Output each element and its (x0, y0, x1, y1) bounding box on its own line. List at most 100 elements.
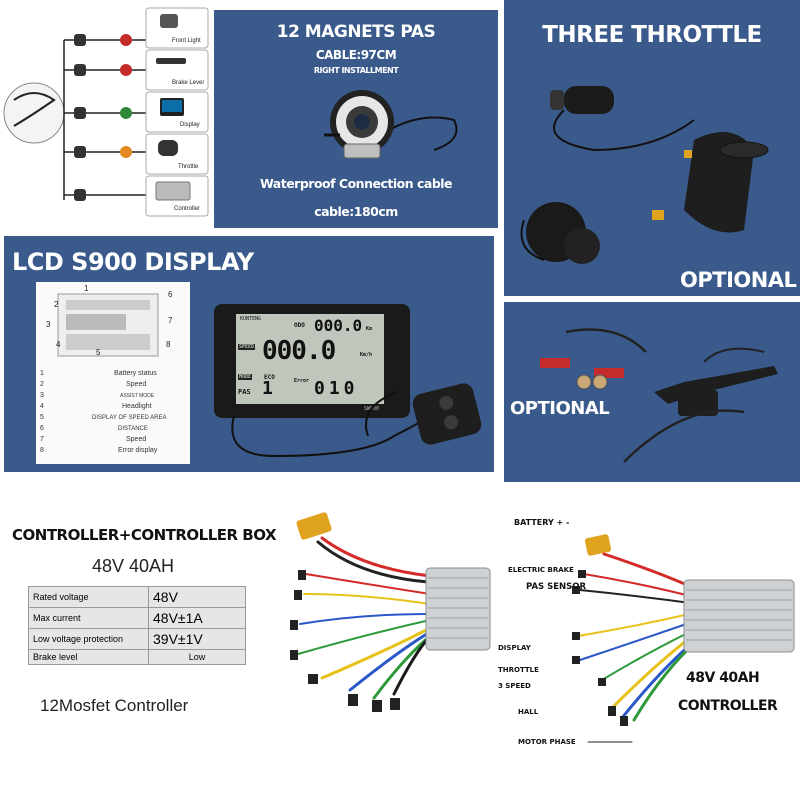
diagram-label-battery: BATTERY + - (514, 518, 570, 527)
lcd-error-label: Error (294, 378, 310, 384)
label-display: Display (180, 122, 200, 128)
brake-optional: OPTIONAL (510, 398, 610, 419)
remote-up-button (437, 394, 455, 412)
pas-install: RIGHT INSTALLMENT (313, 66, 399, 75)
throttle-title: THREE THROTTLE (542, 22, 762, 48)
throttle-optional: OPTIONAL (680, 268, 797, 292)
controller-diagram-panel: BATTERY + - ELECTRIC BRAKE PAS SENSOR DI… (498, 494, 800, 800)
legend-row: 7 Speed (40, 436, 146, 443)
legend-text: DISTANCE (118, 425, 148, 432)
legend-row: 1 Battery status (40, 370, 157, 377)
lcd-odo-label: ODO (294, 322, 305, 329)
lcd-screen: KUNTENG ODO 000.0 Km SPEED 000.0 Km/h MO… (236, 314, 384, 404)
controller-title: CONTROLLER+CONTROLLER BOX (12, 526, 277, 544)
callout-7: 7 (168, 316, 173, 325)
display-diagram (57, 293, 159, 357)
legend-num: 7 (40, 436, 44, 443)
pas-title: 12 MAGNETS PAS (276, 22, 436, 42)
callout-8: 8 (166, 340, 171, 349)
legend-num: 2 (40, 381, 44, 388)
lcd-pas-value: 1 (262, 378, 273, 399)
spec-value: 39V±1V (148, 628, 246, 650)
legend-num: 1 (40, 370, 44, 377)
legend-row: 2 Speed (40, 381, 146, 388)
spec-label: Brake level (28, 649, 149, 665)
spec-label: Rated voltage (28, 586, 149, 608)
callout-5: 5 (96, 348, 101, 357)
spec-value: 48V±1A (148, 607, 246, 629)
spec-label: Max current (28, 607, 149, 629)
throttle-image (520, 86, 769, 264)
legend-row: 3 ASSIST MODE (40, 392, 154, 399)
legend-text: Battery status (114, 370, 157, 377)
controller-footer: 12Mosfet Controller (40, 696, 189, 715)
spec-row: Brake level Low (28, 649, 246, 665)
diagram-label-brake: ELECTRIC BRAKE (508, 566, 574, 574)
spec-value: 48V (148, 586, 246, 608)
legend-num: 8 (40, 447, 44, 454)
wiring-overview-panel: Front Light Brake Lever Display Throttle… (0, 0, 212, 230)
lcd-speed-label: SPEED (238, 344, 256, 350)
diagram-label-3speed: 3 SPEED (498, 682, 531, 690)
callout-3: 3 (46, 320, 51, 329)
legend-text: Error display (118, 447, 158, 454)
lcd-model: SW900 (364, 406, 380, 412)
controller-spec-table: Rated voltage 48V Max current 48V±1A Low… (28, 586, 246, 665)
diagram-label-throttle: THROTTLE (498, 666, 539, 674)
lcd-odo-unit: Km (366, 326, 373, 332)
spec-row: Max current 48V±1A (28, 607, 246, 629)
spec-row: Rated voltage 48V (28, 586, 246, 608)
wiring-overview-graphic (3, 7, 209, 217)
legend-row: 8 Error display (40, 447, 157, 454)
remote-down-button (442, 413, 460, 431)
remote-button-pad (410, 381, 484, 447)
legend-num: 5 (40, 414, 44, 421)
pas-cable: CABLE:97CM (315, 48, 397, 62)
spec-value: Low (148, 649, 246, 665)
legend-num: 4 (40, 403, 44, 410)
callout-2: 2 (54, 300, 59, 309)
controller-photo (290, 512, 491, 712)
label-throttle: Throttle (178, 164, 199, 170)
pas-sensor-image (324, 90, 458, 159)
lcd-mode-label: MODE (238, 374, 253, 380)
lcd-speed-unit: Km/h (360, 352, 373, 358)
legend-row: 5 DISPLAY OF SPEED AREA (40, 414, 166, 421)
lcd-eco: ECO (264, 374, 275, 381)
callout-4: 4 (56, 340, 61, 349)
controller-diagram-photo (572, 534, 795, 743)
diagram-label-motor-phase: MOTOR PHASE (518, 738, 576, 746)
legend-num: 6 (40, 425, 44, 432)
legend-text: ASSIST MODE (120, 392, 155, 399)
diagram-label-hall: HALL (518, 708, 539, 716)
callout-1: 1 (84, 284, 89, 293)
controller-spec-panel: CONTROLLER+CONTROLLER BOX 48V 40AH Rated… (0, 494, 278, 800)
lcd-device: KUNTENG ODO 000.0 Km SPEED 000.0 Km/h MO… (214, 304, 410, 418)
label-controller: Controller (174, 206, 201, 212)
legend-text: Speed (126, 381, 147, 388)
brake-panel: OPTIONAL (504, 302, 800, 482)
controller-photo-panel (278, 494, 498, 800)
lcd-pas-label: PAS (238, 388, 251, 396)
legend-row: 6 DISTANCE (40, 425, 148, 432)
lcd-brand: KUNTENG (240, 316, 262, 322)
pas-panel: 12 MAGNETS PAS CABLE:97CM RIGHT INSTALLM… (214, 10, 498, 228)
diagram-controller-name: CONTROLLER (678, 698, 778, 714)
legend-num: 3 (40, 392, 44, 399)
legend-text: Speed (126, 436, 147, 443)
label-front-light: Front Light (172, 38, 201, 44)
throttle-panel: THREE THROTTLE OPTIONAL (504, 0, 800, 296)
legend-text: DISPLAY OF SPEED AREA (92, 414, 167, 421)
spec-label: Low voltage protection (28, 628, 149, 650)
display-title: LCD S900 DISPLAY (12, 248, 254, 276)
diagram-rating: 48V 40AH (686, 670, 760, 686)
lcd-odo-value: 000.0 (314, 316, 363, 335)
diagram-label-pas: PAS SENSOR (526, 582, 587, 592)
controller-rating: 48V 40AH (92, 556, 175, 576)
label-brake-lever: Brake Lever (172, 80, 205, 86)
lcd-error-value: 010 (314, 378, 359, 399)
callout-6: 6 (168, 290, 173, 299)
